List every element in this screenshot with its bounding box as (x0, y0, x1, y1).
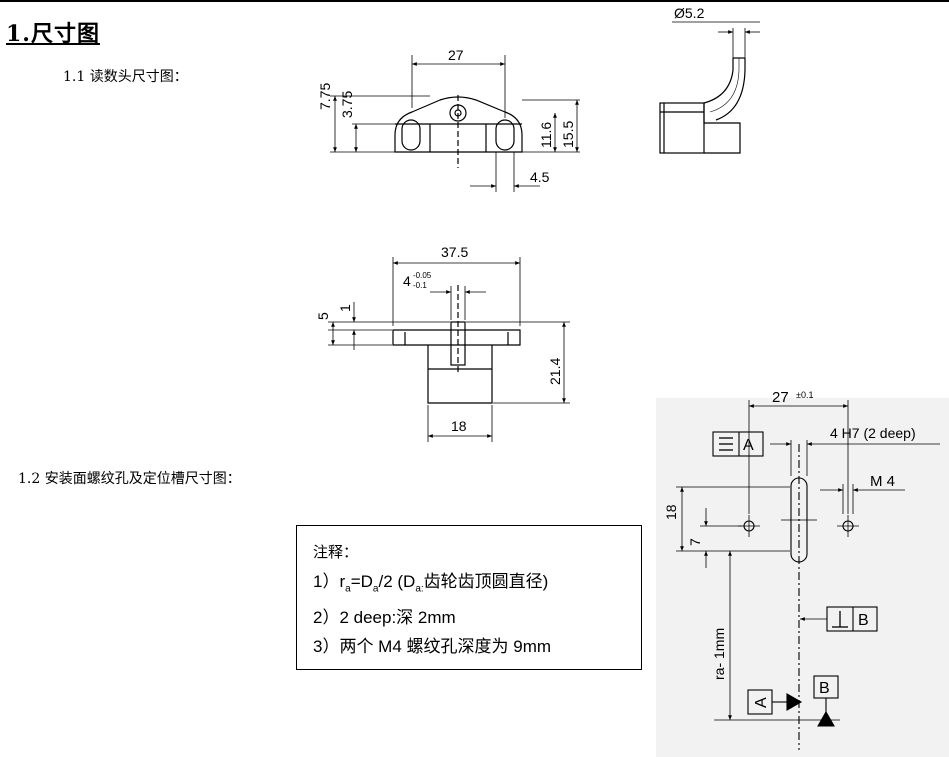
mount-dim-7: 7 (687, 538, 703, 546)
mount-dim-ra: ra- 1mm (711, 628, 727, 680)
notes-box: 注释： 1）ra=Da/2 (Da:齿轮齿顶圆直径) 2）2 deep:深 2m… (296, 525, 642, 670)
dim-21.4: 21.4 (547, 358, 563, 385)
dim-15.5: 15.5 (560, 121, 576, 148)
datum-a-label: A (753, 697, 770, 708)
reader-head-side-view (659, 21, 760, 154)
dim-3.75: 3.75 (339, 91, 355, 118)
dim-37.5: 37.5 (441, 244, 468, 260)
dim-7.75: 7.75 (317, 83, 333, 110)
dim-1: 1 (337, 304, 353, 312)
mount-thread-spec: M 4 (870, 473, 895, 490)
dim-27: 27 (448, 47, 464, 63)
mounting-pattern (676, 400, 940, 750)
note-line-1: 1）ra=Da/2 (Da:齿轮齿顶圆直径) (313, 572, 549, 595)
mount-dim-27: 27 (772, 389, 789, 406)
mount-dim-27-tol: ±0.1 (796, 390, 813, 400)
notes-title: 注释： (313, 543, 359, 561)
datum-b-label: B (819, 680, 830, 697)
top-rule (0, 0, 949, 2)
note-line-3: 3）两个 M4 螺纹孔深度为 9mm (313, 637, 552, 657)
note-line-2: 2）2 deep:深 2mm (313, 608, 456, 628)
dim-4-tol-lower: -0.1 (413, 281, 427, 290)
dim-5: 5 (315, 312, 331, 320)
dim-4-tol-upper: -0.05 (413, 271, 432, 280)
subsection-reader-head: 1.1 读数头尺寸图： (63, 69, 188, 85)
dim-11.6: 11.6 (538, 122, 554, 148)
dim-4.5: 4.5 (530, 169, 550, 185)
perp-datum: B (858, 612, 869, 629)
mount-hole-spec: 4 H7 (2 deep) (830, 425, 916, 441)
mount-drawing-background (656, 398, 949, 757)
reader-head-front-view (330, 55, 580, 192)
reader-head-bottom-view (328, 257, 570, 442)
dim-18: 18 (451, 418, 467, 434)
dim-4: 4 (403, 273, 411, 289)
dim-diameter: Ø5.2 (674, 5, 705, 21)
section-title: 1.尺寸图 (6, 21, 100, 47)
flatness-datum: A (743, 437, 754, 454)
subsection-mounting: 1.2 安装面螺纹孔及定位槽尺寸图： (18, 471, 241, 487)
mount-dim-18: 18 (663, 504, 679, 520)
